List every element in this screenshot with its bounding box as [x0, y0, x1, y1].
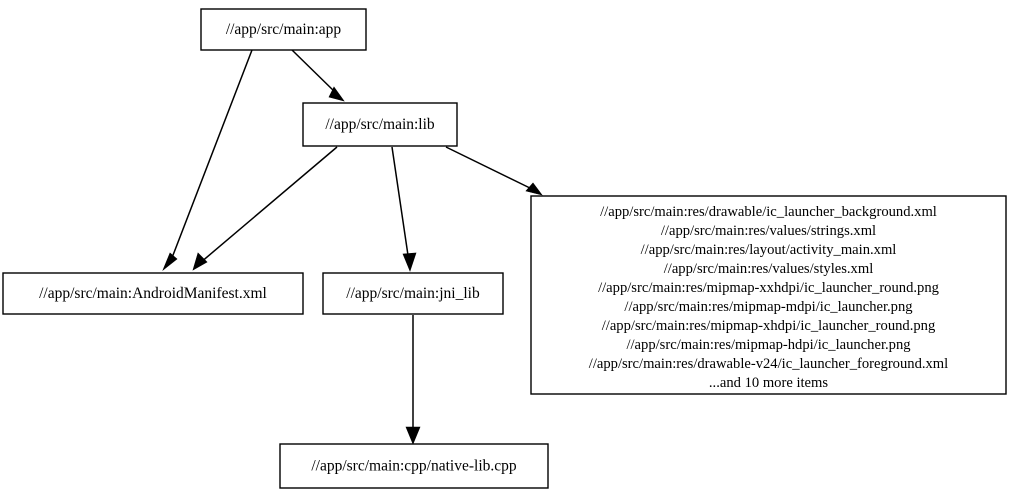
node-box-resources[interactable]	[530, 195, 1007, 395]
edge-lib-to-jni-lib	[391, 146, 417, 272]
graph-edges	[162, 49, 543, 445]
node-app[interactable]: //app/src/main:app	[200, 8, 367, 51]
graph-nodes: //app/src/main:app //app/src/main:lib //…	[2, 8, 1007, 489]
resource-line-6: //app/src/main:res/mipmap-mdpi/ic_launch…	[624, 299, 913, 315]
edge-line-lib-to-resources	[445, 146, 535, 191]
resource-line-2: //app/src/main:res/values/strings.xml	[661, 223, 876, 239]
arrowhead-lib-to-jni-lib	[402, 252, 417, 272]
node-label-jni-lib: //app/src/main:jni_lib	[346, 285, 480, 302]
node-label-native-lib-cpp: //app/src/main:cpp/native-lib.cpp	[311, 458, 517, 475]
node-box-native-lib-cpp[interactable]	[279, 443, 549, 489]
edge-lib-to-manifest	[192, 146, 338, 271]
node-resources[interactable]: //app/src/main:res/drawable/ic_launcher_…	[530, 195, 1007, 395]
resource-line-9: //app/src/main:res/drawable-v24/ic_launc…	[589, 356, 948, 372]
arrowhead-jni-lib-to-native-lib	[405, 426, 421, 445]
edge-line-lib-to-jni-lib	[391, 146, 410, 263]
resource-line-8: //app/src/main:res/mipmap-hdpi/ic_launch…	[626, 337, 911, 353]
resource-line-7: //app/src/main:res/mipmap-xhdpi/ic_launc…	[602, 318, 936, 334]
edge-app-to-lib	[291, 49, 345, 102]
node-jni-lib[interactable]: //app/src/main:jni_lib	[322, 272, 504, 315]
node-label-android-manifest: //app/src/main:AndroidManifest.xml	[39, 285, 267, 302]
edge-line-app-to-manifest	[169, 49, 253, 264]
resource-line-1: //app/src/main:res/drawable/ic_launcher_…	[600, 204, 937, 220]
node-box-android-manifest[interactable]	[2, 272, 304, 315]
node-lib[interactable]: //app/src/main:lib	[302, 102, 458, 147]
edge-app-to-manifest	[162, 49, 253, 271]
node-box-jni-lib[interactable]	[322, 272, 504, 315]
node-box-app[interactable]	[200, 8, 367, 51]
edge-line-lib-to-manifest	[199, 146, 338, 264]
resource-line-4: //app/src/main:res/values/styles.xml	[664, 261, 874, 277]
arrowhead-app-to-lib	[328, 86, 345, 102]
node-box-lib[interactable]	[302, 102, 458, 147]
resource-line-3: //app/src/main:res/layout/activity_main.…	[641, 242, 897, 258]
arrowhead-lib-to-manifest	[192, 252, 208, 271]
edge-jni-lib-to-native-lib	[405, 315, 421, 445]
node-native-lib-cpp[interactable]: //app/src/main:cpp/native-lib.cpp	[279, 443, 549, 489]
edge-line-app-to-lib	[291, 49, 338, 95]
resource-overflow-label: ...and 10 more items	[709, 375, 828, 391]
resource-line-5: //app/src/main:res/mipmap-xxhdpi/ic_laun…	[598, 280, 940, 296]
arrowhead-lib-to-resources	[525, 182, 543, 196]
node-android-manifest[interactable]: //app/src/main:AndroidManifest.xml	[2, 272, 304, 315]
node-label-lib: //app/src/main:lib	[325, 116, 435, 133]
node-label-app: //app/src/main:app	[226, 21, 342, 38]
edge-lib-to-resources	[445, 146, 543, 196]
arrowhead-app-to-manifest	[162, 252, 178, 271]
